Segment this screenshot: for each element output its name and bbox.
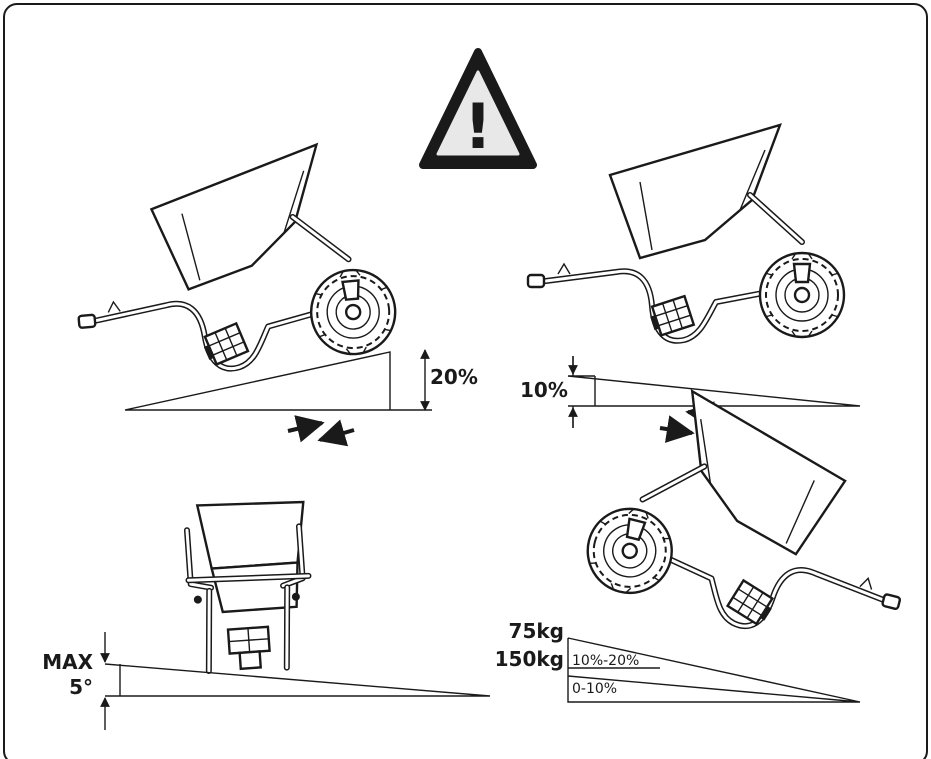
uphill-slope-label: 20% <box>430 365 478 389</box>
side-tilt-slope <box>104 663 491 697</box>
load-limits-slopes <box>567 637 861 703</box>
warning-exclamation: ! <box>464 90 492 163</box>
warning-triangle-icon: ! <box>419 48 537 169</box>
load-limit-low-band: 0-10% <box>572 681 617 697</box>
side-tilt-wheelbarrow <box>183 500 312 675</box>
load-limits-panel: 75kg 150kg 10%-20% 0-10% <box>495 376 931 703</box>
load-limit-low-weight: 150kg <box>495 647 564 671</box>
side-tilt-panel: MAX 5° <box>42 500 491 730</box>
uphill-ramp <box>124 351 432 411</box>
uphill-arrows-icon <box>287 415 355 447</box>
uphill-panel: 20% <box>65 139 478 447</box>
load-limit-high-weight: 75kg <box>509 619 564 643</box>
side-tilt-label-max: MAX <box>42 650 93 674</box>
side-tilt-label-degrees: 5° <box>69 675 93 699</box>
load-limit-high-band: 10%-20% <box>572 653 639 669</box>
downhill-slope-label: 10% <box>520 378 568 402</box>
